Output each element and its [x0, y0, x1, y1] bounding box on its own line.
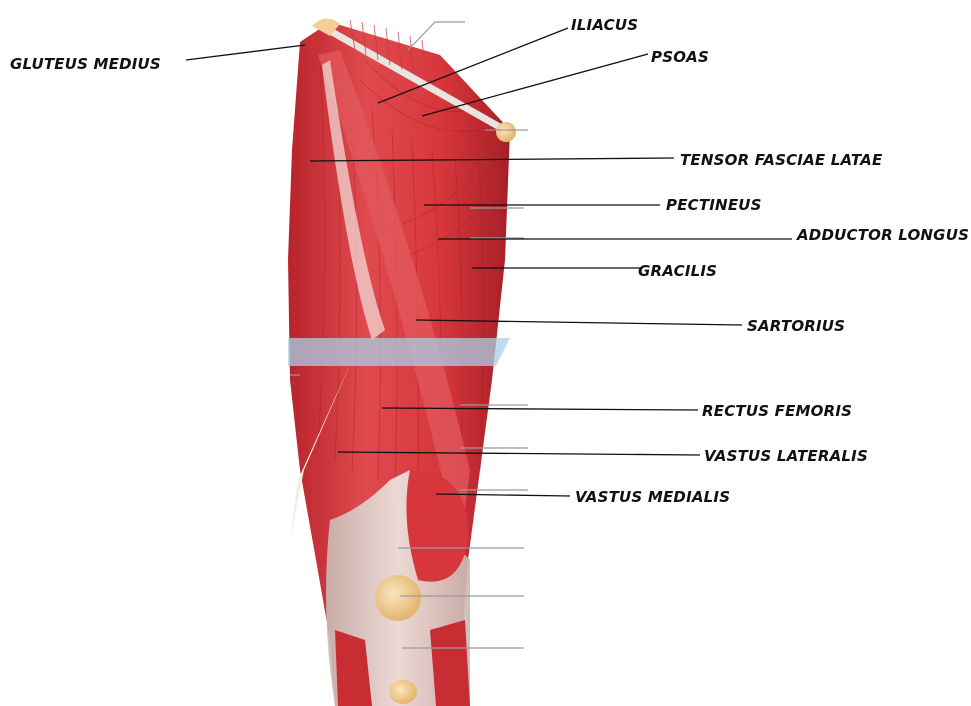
- label-sartorius: SARTORIUS: [747, 317, 845, 335]
- section-highlight-band: [288, 338, 510, 366]
- label-vastus-lateralis: VASTUS LATERALIS: [704, 447, 868, 465]
- lower-leg-muscle-medial: [430, 620, 470, 706]
- patella: [375, 575, 421, 621]
- pubic-tubercle: [496, 122, 516, 142]
- label-tensor-fasciae-latae: TENSOR FASCIAE LATAE: [680, 151, 883, 169]
- label-adductor-longus: ADDUCTOR LONGUS: [796, 226, 969, 244]
- tibial-tuberosity: [389, 680, 417, 704]
- label-gluteus-medius: GLUTEUS MEDIUS: [10, 55, 161, 73]
- label-rectus-femoris: RECTUS FEMORIS: [702, 402, 852, 420]
- label-iliacus: ILIACUS: [571, 16, 638, 34]
- label-pectineus: PECTINEUS: [666, 196, 762, 214]
- label-gracilis: GRACILIS: [638, 262, 717, 280]
- label-vastus-medialis: VASTUS MEDIALIS: [575, 488, 730, 506]
- leader-gluteus-medius: [186, 45, 305, 60]
- label-psoas: PSOAS: [651, 48, 709, 66]
